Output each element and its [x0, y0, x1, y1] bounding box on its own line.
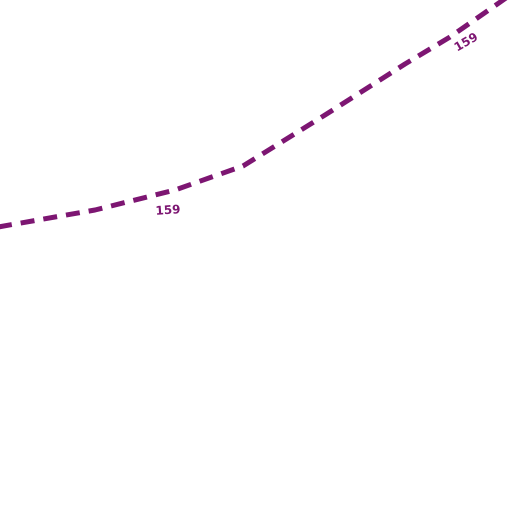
- bus-route-line[interactable]: [0, 0, 508, 230]
- route-label-159-right: 159: [452, 30, 481, 55]
- route-label-159-left: 159: [155, 202, 181, 218]
